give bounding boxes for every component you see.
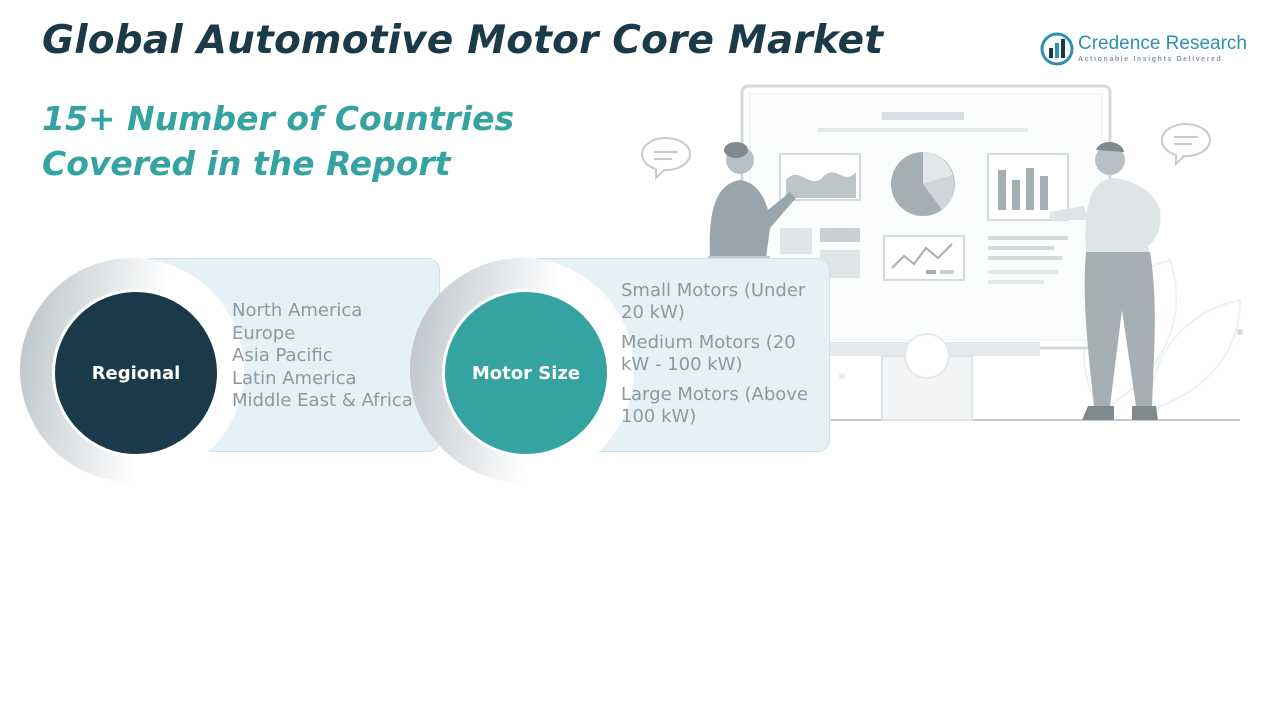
segment-card-motor-size: Motor Size Small Motors (Under 20 kW) Me… <box>410 258 835 482</box>
list-item: Europe <box>232 322 296 344</box>
wave-chart-icon <box>779 153 861 201</box>
segment-label: Regional <box>91 362 181 384</box>
chat-bubble-icon <box>641 137 691 181</box>
list-item: North America <box>232 300 363 321</box>
list-item: Large Motors (Above 100 kW) <box>621 384 808 427</box>
logo-name: Credence Research <box>1078 33 1247 54</box>
segment-circle: Regional <box>52 289 220 457</box>
pie-chart-icon <box>891 152 955 216</box>
segment-circle: Motor Size <box>442 289 610 457</box>
list-item: Asia Pacific <box>232 345 333 366</box>
chat-bubble-icon <box>1161 123 1211 167</box>
list-item: Medium Motors (20 kW - 100 kW) <box>621 332 796 375</box>
credence-logo-icon <box>1040 32 1074 66</box>
list-item: Latin America <box>232 367 357 389</box>
list-item: Middle East & Africa <box>232 390 413 411</box>
logo-tagline: Actionable Insights Delivered <box>1078 56 1223 63</box>
segment-card-regional: Regional North America Europe Asia Pacif… <box>20 258 440 482</box>
credence-logo: Credence Research Actionable Insights De… <box>1040 30 1260 70</box>
segment-item-list: North America Europe Asia Pacific Latin … <box>232 300 442 413</box>
subtitle-line-2: Covered in the Report <box>42 144 451 183</box>
segment-item-list: Small Motors (Under 20 kW) Medium Motors… <box>621 280 826 428</box>
subtitle-line-1: 15+ Number of Countries <box>42 99 515 138</box>
line-chart-icon <box>883 235 965 281</box>
man-figure <box>1050 141 1161 420</box>
page-title: Global Automotive Motor Core Market <box>42 18 884 63</box>
bar-chart-icon <box>987 153 1069 221</box>
segment-label: Motor Size <box>471 362 581 384</box>
list-item: Small Motors (Under 20 kW) <box>621 280 806 323</box>
presentation-illustration <box>641 84 1243 421</box>
page-subtitle: 15+ Number of Countries Covered in the R… <box>42 96 562 186</box>
